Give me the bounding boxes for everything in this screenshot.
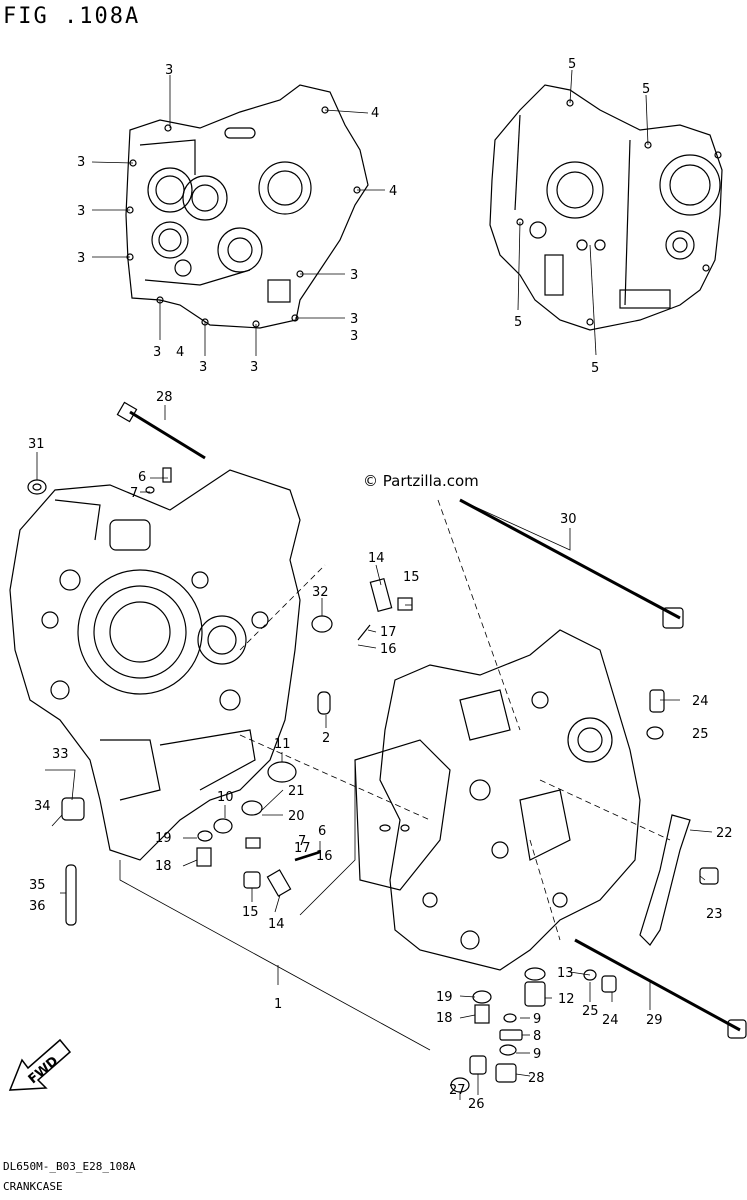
callout: 5 xyxy=(642,82,650,97)
callout: 3 xyxy=(77,204,85,219)
callout: 17 xyxy=(294,841,311,856)
callout: 29 xyxy=(646,1013,663,1028)
callout: 16 xyxy=(380,642,397,657)
callout: 13 xyxy=(557,966,574,981)
callout: 1 xyxy=(274,997,282,1012)
callout: 15 xyxy=(403,570,420,585)
callout: 3 xyxy=(199,360,207,375)
callout: 7 xyxy=(298,834,306,849)
callout: 12 xyxy=(558,992,575,1007)
crankcase-left-bolt-view xyxy=(125,84,369,329)
fwd-arrow-icon: FWD xyxy=(8,1038,72,1091)
callout: 27 xyxy=(449,1083,466,1098)
callout: 19 xyxy=(436,990,453,1005)
callout: 10 xyxy=(217,790,234,805)
callout: 25 xyxy=(582,1004,599,1019)
callout: 24 xyxy=(602,1013,619,1028)
callout: 35 xyxy=(29,878,46,893)
callout: 23 xyxy=(706,907,723,922)
figure-caption: CRANKCASE xyxy=(3,1180,63,1193)
callout: 16 xyxy=(316,849,333,864)
leader-lines-top xyxy=(91,69,649,356)
crankcase-left-half xyxy=(9,469,301,861)
callout: 15 xyxy=(242,905,259,920)
callout: 19 xyxy=(155,831,172,846)
callout: 34 xyxy=(34,799,51,814)
callout: 4 xyxy=(389,184,397,199)
callout: 3 xyxy=(250,360,258,375)
callout: 4 xyxy=(371,106,379,121)
callout: 7 xyxy=(130,486,138,501)
callout: 5 xyxy=(568,57,576,72)
callout: 22 xyxy=(716,826,733,841)
callout: 3 xyxy=(350,268,358,283)
callout: 31 xyxy=(28,437,45,452)
callout: 28 xyxy=(528,1071,545,1086)
drawing-code: DL650M-_B03_E28_108A xyxy=(3,1160,136,1173)
leader-lines-main xyxy=(36,405,713,1100)
callout: 21 xyxy=(288,784,305,799)
callout: 5 xyxy=(514,315,522,330)
callout: 32 xyxy=(312,585,329,600)
callout: 3 xyxy=(350,312,358,327)
callout: 24 xyxy=(692,694,709,709)
callout: 20 xyxy=(288,809,305,824)
figure-title: FIG .108A xyxy=(3,4,141,29)
callout: 6 xyxy=(318,824,326,839)
alignment-dashes xyxy=(239,499,671,941)
callout: 6 xyxy=(138,470,146,485)
callout: 9 xyxy=(533,1047,541,1062)
callout: 18 xyxy=(436,1011,453,1026)
callout: 5 xyxy=(591,361,599,376)
callout: 17 xyxy=(380,625,397,640)
callout: 3 xyxy=(77,251,85,266)
callout: 14 xyxy=(268,917,285,932)
callout: 3 xyxy=(77,155,85,170)
callout-numbers: 3 4 3 4 3 3 3 3 3 3 4 3 3 5 5 5 5 28 31 … xyxy=(28,57,733,1112)
callout: 30 xyxy=(560,512,577,527)
crankcase-right-bolt-view xyxy=(489,84,723,331)
small-parts xyxy=(27,401,747,1093)
callout: 8 xyxy=(533,1029,541,1044)
callout: 2 xyxy=(322,731,330,746)
callout: 26 xyxy=(468,1097,485,1112)
callout: 18 xyxy=(155,859,172,874)
callout: 3 xyxy=(153,345,161,360)
callout: 3 xyxy=(165,63,173,78)
callout: 33 xyxy=(52,747,69,762)
callout: 11 xyxy=(274,737,291,752)
callout: 36 xyxy=(29,899,46,914)
crankcase-right-half xyxy=(354,629,641,971)
callout: 14 xyxy=(368,551,385,566)
callout: 4 xyxy=(176,345,184,360)
callout: 3 xyxy=(350,329,358,344)
watermark: © Partzilla.com xyxy=(363,472,479,490)
callout: 28 xyxy=(156,390,173,405)
callout: 9 xyxy=(533,1012,541,1027)
callout: 25 xyxy=(692,727,709,742)
